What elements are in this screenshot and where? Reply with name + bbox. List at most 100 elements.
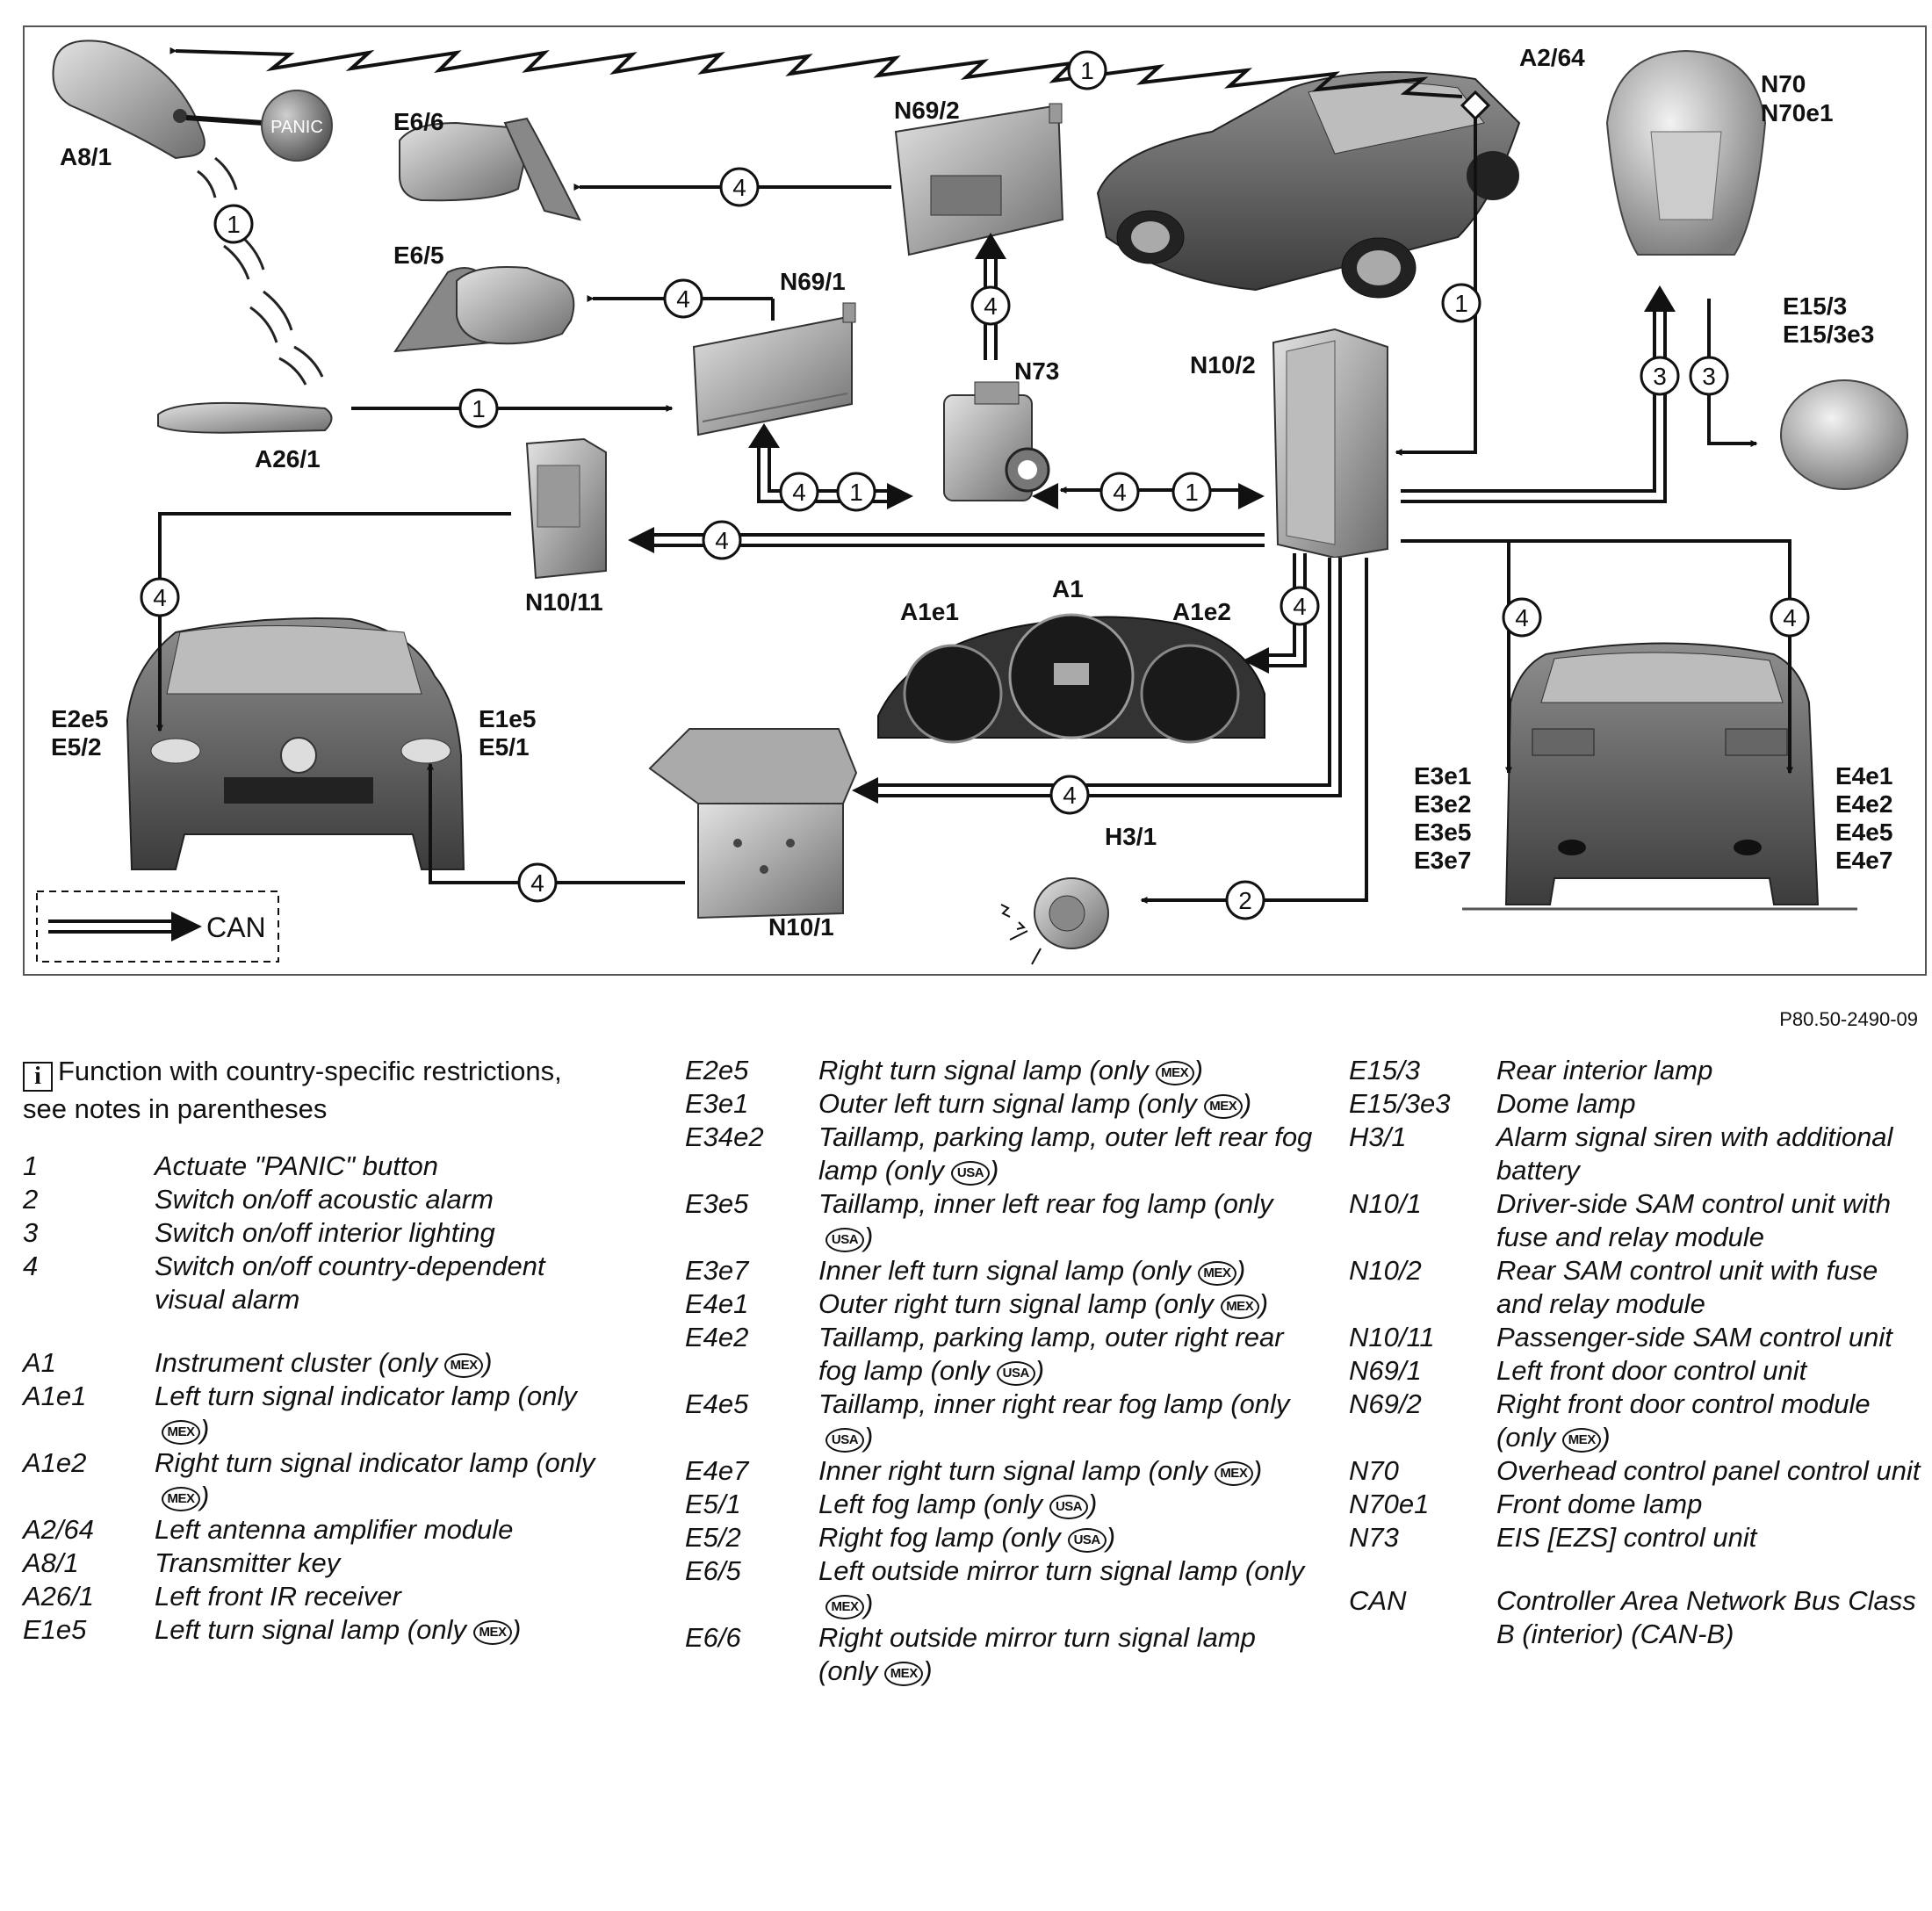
- legend-text: Driver-side SAM control unit with fuse a…: [1496, 1188, 1892, 1252]
- legend-key: N10/2: [1349, 1255, 1422, 1286]
- label-n70: N70: [1761, 70, 1806, 97]
- legend-key: E4e5: [685, 1388, 749, 1419]
- legend-key: E2e5: [685, 1055, 749, 1085]
- label-n10-11: N10/11: [525, 588, 603, 616]
- svg-text:4: 4: [732, 174, 746, 201]
- legend-key: E5/1: [685, 1489, 741, 1519]
- legend-text: Switch on/off acoustic alarm: [155, 1184, 494, 1215]
- legend-text: Left outside mirror turn signal lamp (on…: [818, 1555, 1305, 1619]
- label-e4e5: E4e5: [1835, 818, 1892, 846]
- legend-text: Right outside mirror turn signal lamp (o…: [818, 1622, 1256, 1686]
- svg-text:3: 3: [1702, 363, 1716, 390]
- legend-key: E4e7: [685, 1455, 749, 1486]
- country-badge: USA: [1049, 1495, 1089, 1519]
- legend-text: Actuate "PANIC" button: [155, 1150, 438, 1181]
- marker-4: 4: [779, 472, 819, 512]
- label-e3e2: E3e2: [1414, 790, 1471, 818]
- legend-key: E15/3e3: [1349, 1088, 1451, 1119]
- label-a1e2: A1e2: [1172, 598, 1231, 625]
- svg-text:4: 4: [676, 285, 690, 313]
- legend-text: Left front IR receiver: [155, 1581, 401, 1612]
- svg-text:4: 4: [984, 292, 998, 320]
- label-e3e7: E3e7: [1414, 847, 1471, 874]
- legend-row: E6/5 Left outside mirror turn signal lamp…: [685, 1554, 1317, 1621]
- label-e4e2: E4e2: [1835, 790, 1892, 818]
- legend-key: E5/2: [685, 1522, 741, 1553]
- door-module-n69-2: [894, 103, 1064, 256]
- passenger-sam-n10-11: [525, 437, 607, 580]
- legend-text: Taillamp, parking lamp, outer right rear…: [818, 1322, 1284, 1386]
- can-arrowheads: [628, 233, 1676, 804]
- country-badge: MEX: [1197, 1261, 1236, 1286]
- rear-sam-n10-2: [1272, 328, 1388, 559]
- country-badge: MEX: [162, 1487, 200, 1511]
- country-badge: MEX: [1220, 1294, 1259, 1319]
- legend-key: A2/64: [23, 1514, 95, 1545]
- legend-key: E4e2: [685, 1322, 749, 1352]
- alarm-siren-h3-1: [1000, 877, 1109, 965]
- legend-key: 3: [23, 1217, 39, 1248]
- legend-key: A8/1: [23, 1547, 79, 1578]
- label-n10-2: N10/2: [1190, 351, 1256, 379]
- legend-text: Right turn signal indicator lamp (onlyME…: [155, 1447, 595, 1511]
- ir-waves: [197, 156, 324, 386]
- label-e1e5: E1e5: [479, 705, 536, 732]
- marker-4: 4: [970, 285, 1011, 326]
- svg-text:4: 4: [1293, 593, 1307, 620]
- label-e3e1: E3e1: [1414, 762, 1471, 790]
- svg-text:3: 3: [1653, 363, 1667, 390]
- legend-key: E6/5: [685, 1555, 741, 1586]
- antenna-amplifier-a2-64: [1460, 90, 1491, 121]
- country-badge: MEX: [825, 1595, 864, 1619]
- can-legend-box: CAN: [36, 891, 279, 963]
- country-badge: MEX: [1203, 1094, 1243, 1119]
- alarm-system-diagram: PANIC: [23, 25, 1927, 976]
- country-badge: MEX: [1562, 1428, 1602, 1453]
- legend-row: E4e2 Taillamp, parking lamp, outer right …: [685, 1321, 1317, 1388]
- figure-id: P80.50-2490-09: [1779, 1008, 1918, 1030]
- legend-key: N73: [1349, 1522, 1399, 1553]
- marker-4: 4: [1049, 775, 1090, 815]
- legend-text: Controller Area Network Bus Class B (int…: [1496, 1585, 1916, 1649]
- country-badge: MEX: [884, 1662, 924, 1686]
- rear-interior-lamp-e15-3: [1780, 379, 1908, 490]
- can-legend-label: CAN: [206, 912, 266, 943]
- svg-text:1: 1: [227, 211, 241, 238]
- label-e2e5: E2e5: [51, 705, 108, 732]
- label-e5-2: E5/2: [51, 733, 102, 761]
- legend-text: Overhead control panel control unit: [1496, 1455, 1921, 1486]
- function-markers: 1 1 4 4 4 1 3 3 1 4 1 4 1 4 4 4 4 4 4 4 …: [140, 50, 1810, 920]
- svg-text:1: 1: [472, 395, 486, 422]
- marker-4: 4: [1280, 586, 1320, 626]
- legend-key: E15/3: [1349, 1055, 1421, 1085]
- label-e6-5: E6/5: [393, 242, 444, 269]
- svg-text:2: 2: [1238, 887, 1252, 914]
